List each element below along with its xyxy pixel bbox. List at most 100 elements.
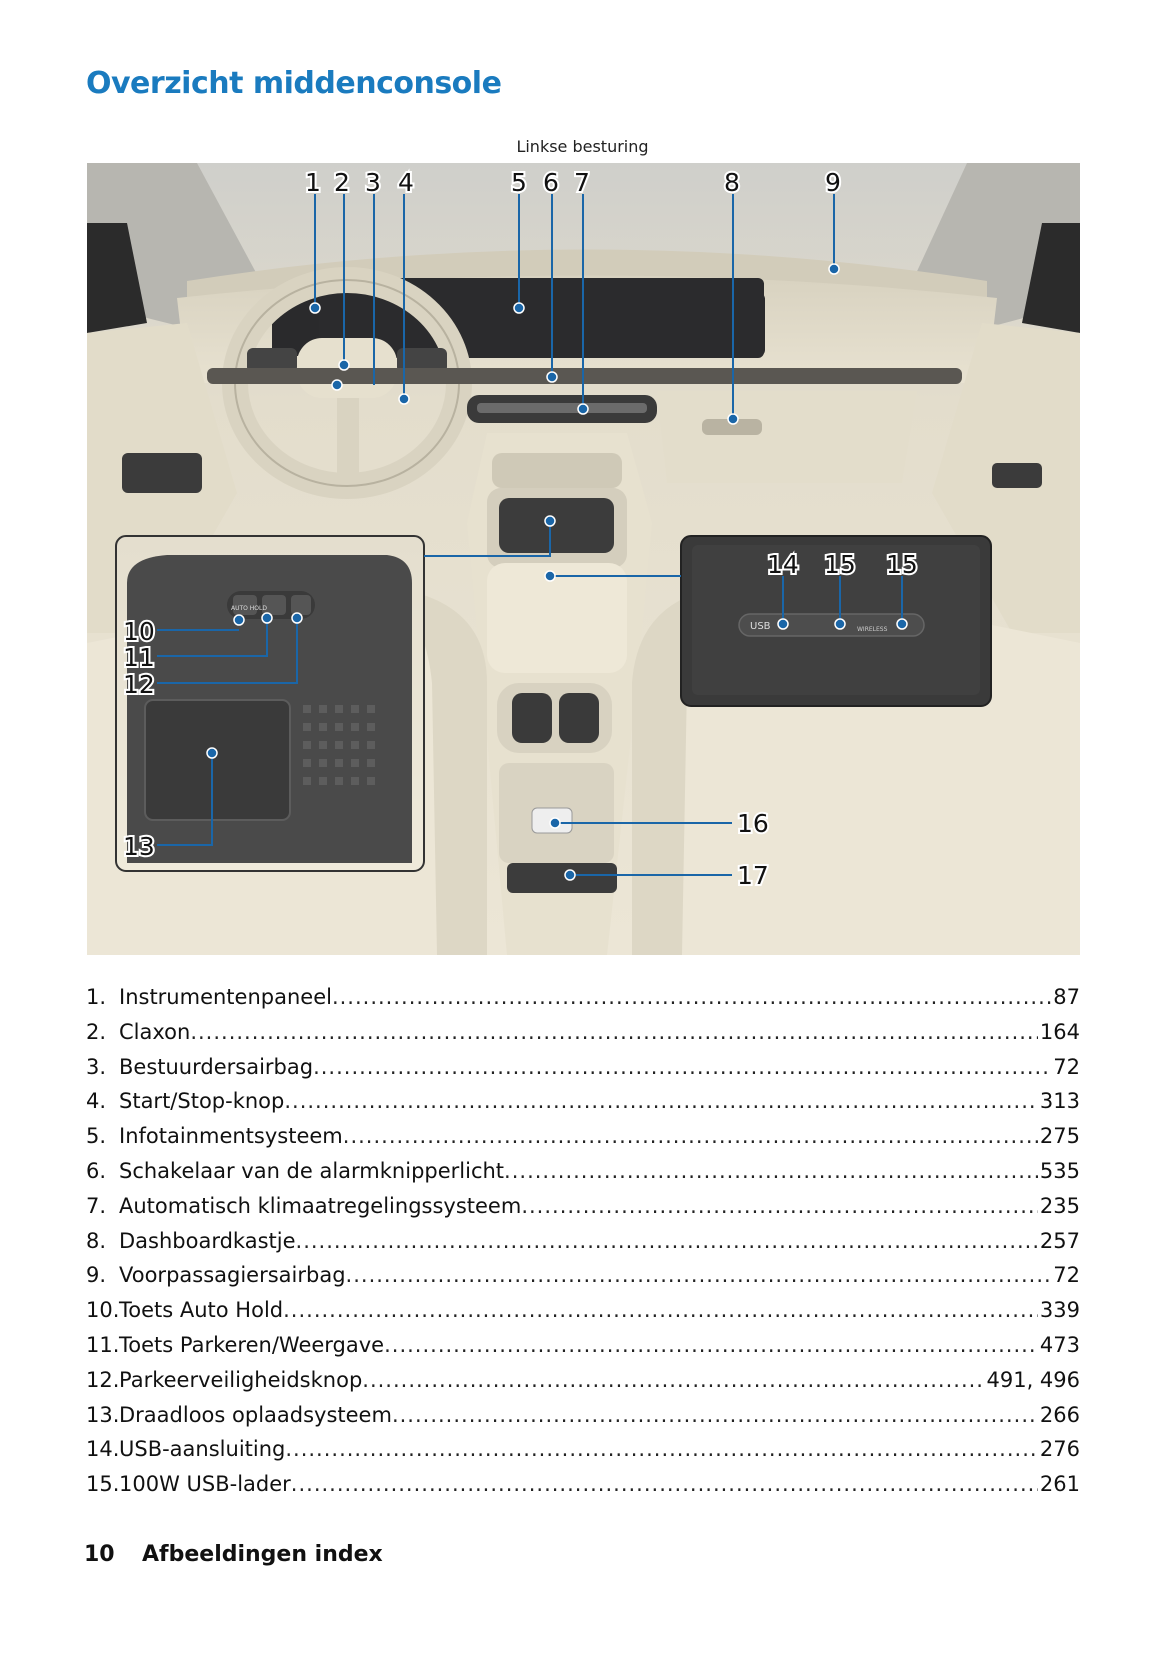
callout-5: 5 [511, 168, 527, 197]
car-interior-image: AUTO HOLD USB WIRELESS [87, 163, 1080, 955]
index-number: 2. [86, 1019, 107, 1044]
index-page: 313 [1039, 1089, 1080, 1114]
index-number: 3. [86, 1054, 107, 1079]
leader-dots [346, 1258, 1052, 1293]
index-label: Instrumentenpaneel [119, 985, 332, 1009]
index-number: 14. [86, 1437, 120, 1462]
leader-dots [313, 1050, 1051, 1085]
index-number: 15. [86, 1472, 120, 1497]
index-page: 261 [1039, 1472, 1080, 1497]
index-number: 6. [86, 1158, 107, 1183]
index-label: 100W USB-lader [119, 1472, 291, 1497]
leader-dots [296, 1224, 1038, 1259]
callout-13: 13 [123, 832, 155, 861]
page-number: 10 [84, 1542, 115, 1567]
leader-dots [332, 980, 1051, 1015]
figure-caption: Linkse besturing [516, 137, 649, 156]
leader-dots [504, 1154, 1038, 1189]
index-row: 3.Bestuurdersairbag72 [86, 1050, 1080, 1085]
page-footer: 10 Afbeeldingen index [84, 1542, 383, 1567]
index-row: 6. Schakelaar van de alarmknipperlicht 535 [86, 1154, 1080, 1189]
callout-12: 12 [123, 670, 155, 699]
index-label: Infotainmentsysteem [119, 1124, 343, 1149]
callout-16: 16 [737, 809, 769, 838]
callout-4: 4 [398, 168, 414, 197]
leader-dots [343, 1119, 1038, 1154]
index-label: USB-aansluiting [119, 1437, 286, 1462]
leader-dots [283, 1293, 1038, 1328]
index-row: 10.Toets Auto Hold 339 [86, 1293, 1080, 1328]
index-number: 9. [86, 1263, 107, 1288]
index-row: 1. Instrumentenpaneel 87 [86, 980, 1080, 1015]
leader-dots [190, 1015, 1038, 1050]
index-number: 12. [86, 1367, 120, 1392]
index-page: 275 [1039, 1124, 1080, 1149]
callout-3: 3 [365, 168, 381, 197]
leader-dots [291, 1467, 1038, 1502]
callout-15b: 15 [886, 550, 918, 579]
badge-wireless: WIRELESS [857, 626, 888, 633]
index-number: 8. [86, 1228, 107, 1253]
callout-7: 7 [574, 168, 590, 197]
index-label: Draadloos oplaadsysteem [119, 1402, 392, 1427]
leader-dots [384, 1328, 1038, 1363]
index-label: Parkeerveiligheidsknop [119, 1367, 363, 1392]
index-page: 257 [1039, 1228, 1080, 1253]
leader-dots [285, 1432, 1038, 1467]
index-number: 10. [86, 1298, 120, 1323]
index-label: Schakelaar van de alarmknipperlicht [119, 1158, 505, 1183]
index-row: 8. Dashboardkastje 257 [86, 1224, 1080, 1259]
index-number: 5. [86, 1124, 107, 1149]
index-page: 87 [1053, 985, 1080, 1009]
callout-1: 1 [305, 168, 321, 197]
index-row: 4. Start/Stop-knop 313 [86, 1084, 1080, 1119]
badge-auto-hold: AUTO HOLD [231, 605, 267, 612]
index-number: 13. [86, 1402, 120, 1427]
index-page: 276 [1039, 1437, 1080, 1462]
index-label: Dashboardkastje [119, 1228, 296, 1253]
callout-9: 9 [825, 168, 841, 197]
callout-11: 11 [123, 643, 155, 672]
index-row: 15.100W USB-lader 261 [86, 1467, 1080, 1502]
leader-dots [362, 1363, 984, 1398]
index-page: 473 [1039, 1332, 1080, 1357]
index-label: Bestuurdersairbag [119, 1054, 314, 1079]
index-page: 164 [1039, 1019, 1080, 1044]
index-row: 14.USB-aansluiting 276 [86, 1432, 1080, 1467]
index-number: 11. [86, 1332, 120, 1357]
index-row: 7. Automatisch klimaatregelingssysteem 235 [86, 1189, 1080, 1224]
index-label: Start/Stop-knop [119, 1089, 285, 1114]
index-row: 11.Toets Parkeren/Weergave 473 [86, 1328, 1080, 1363]
index-row: 5. Infotainmentsysteem 275 [86, 1119, 1080, 1154]
index-label: Toets Auto Hold [119, 1298, 284, 1323]
index-number: 4. [86, 1089, 107, 1114]
index-row: 9.Voorpassagiersairbag72 [86, 1258, 1080, 1293]
index-page: 266 [1039, 1402, 1080, 1427]
callout-17: 17 [737, 861, 769, 890]
index-page: 491, 496 [986, 1367, 1080, 1392]
index-page: 339 [1039, 1298, 1080, 1323]
index-row: 2. Claxon 164 [86, 1015, 1080, 1050]
callout-6: 6 [543, 168, 559, 197]
figure-index-list: 1. Instrumentenpaneel 87 2. Claxon 164 3. Bes… [86, 980, 1080, 1502]
index-number: 7. [86, 1193, 107, 1218]
index-page: 535 [1039, 1158, 1080, 1183]
index-label: Automatisch klimaatregelingssysteem [119, 1193, 522, 1218]
inset-wireless-charger: AUTO HOLD [115, 535, 425, 872]
center-console-illustration: AUTO HOLD USB WIRELESS [87, 163, 1080, 955]
callout-15a: 15 [824, 550, 856, 579]
index-label: Toets Parkeren/Weergave [119, 1332, 385, 1357]
callout-2: 2 [334, 168, 350, 197]
callout-8: 8 [724, 168, 740, 197]
index-row: 12.Parkeerveiligheidsknop 491, 496 [86, 1363, 1080, 1398]
leader-dots [284, 1084, 1038, 1119]
index-page: 235 [1039, 1193, 1080, 1218]
index-number: 1. [86, 985, 107, 1009]
section-title: Afbeeldingen index [142, 1542, 383, 1567]
index-page: 72 [1053, 1263, 1080, 1288]
index-label: Claxon [119, 1019, 191, 1044]
leader-dots [521, 1189, 1038, 1224]
leader-dots [392, 1398, 1038, 1433]
page-title: Overzicht middenconsole [86, 66, 502, 101]
callout-14: 14 [767, 550, 799, 579]
